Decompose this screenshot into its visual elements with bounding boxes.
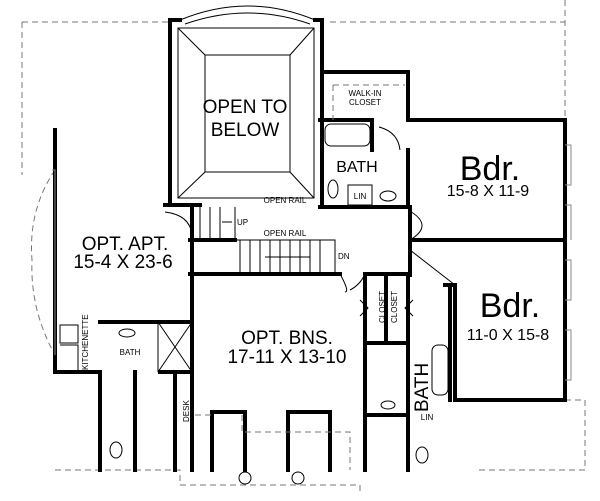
- walk-in-closet-line2: CLOSET: [349, 98, 381, 107]
- open-to-below-line1: OPEN TO: [203, 97, 288, 118]
- bedroom-lower-size: 11-0 X 15-8: [467, 327, 550, 344]
- apt-bath-label: BATH: [120, 348, 141, 357]
- stair-up-label: UP: [237, 218, 248, 227]
- bedroom-upper-name: Bdr.: [460, 150, 520, 188]
- bedroom-lower-name: Bdr.: [480, 287, 540, 325]
- kitchenette-label: KITCHENETTE: [81, 314, 90, 370]
- open-rail-upper-label: OPEN RAIL: [264, 196, 307, 205]
- lower-bath-label: BATH: [412, 363, 433, 412]
- bonus-room: [190, 272, 367, 485]
- linen-lower-label: LIN: [421, 413, 434, 422]
- stair-down-label: DN: [338, 252, 350, 261]
- bath-closet-block: [318, 70, 410, 209]
- stair-hall: [163, 203, 412, 293]
- desk-label: DESK: [182, 400, 191, 422]
- apartment-name: OPT. APT.: [82, 234, 169, 255]
- bedroom-upper-room: [406, 118, 572, 242]
- apartment-size: 15-4 X 23-6: [73, 252, 172, 273]
- closets-lower-bath: [359, 272, 452, 472]
- linen-upper-label: LIN: [354, 192, 367, 201]
- closet-b-label: CLOSET: [390, 291, 399, 323]
- bedroom-upper-size: 15-8 X 11-9: [447, 183, 530, 200]
- bedroom-lower-room: [409, 238, 572, 402]
- bonus-size: 17-11 X 13-10: [227, 347, 346, 368]
- open-to-below-line2: BELOW: [211, 120, 280, 141]
- open-rail-lower-label: OPEN RAIL: [264, 229, 307, 238]
- bonus-name: OPT. BNS.: [241, 328, 333, 349]
- roof-outline: [21, 0, 586, 495]
- master-bath-label: BATH: [336, 159, 377, 176]
- walk-in-closet-line1: WALK-IN: [348, 89, 381, 98]
- open-to-below-room: [168, 5, 324, 207]
- closet-a-label: CLOSET: [378, 291, 387, 323]
